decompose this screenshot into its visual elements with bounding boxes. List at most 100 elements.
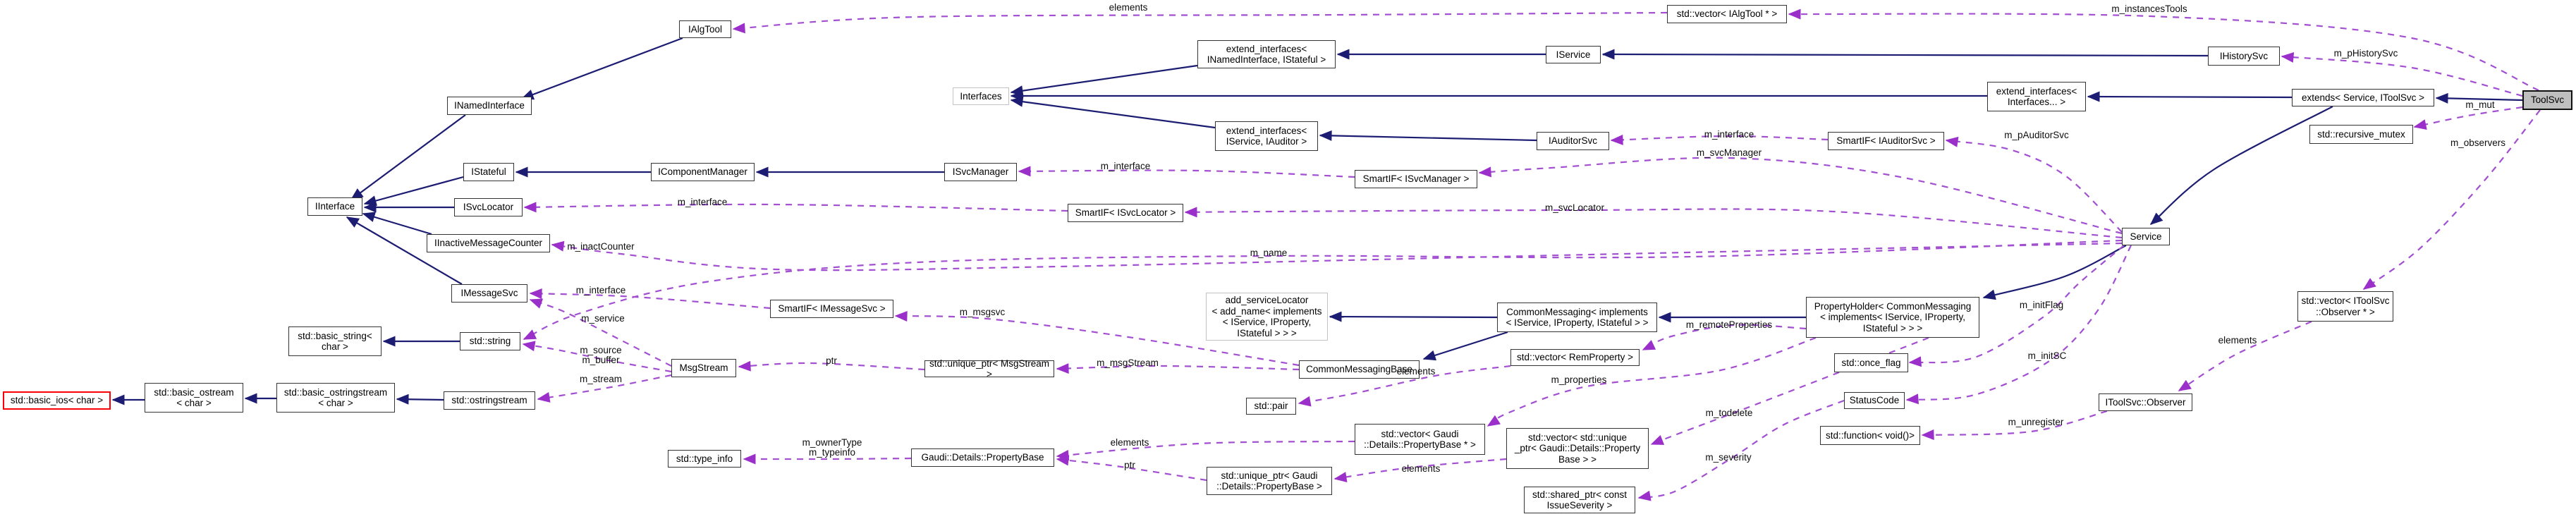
edge-label: m_pAuditorSvc — [2004, 130, 2069, 140]
node-statuscode[interactable]: StatusCode — [1844, 392, 1905, 409]
node-extends_service_itoolsvc[interactable]: extends< Service, IToolSvc > — [2292, 89, 2434, 106]
edge-label: m_interface — [1704, 129, 1754, 140]
inheritance-edge-16 — [1319, 130, 1537, 142]
edge-label: m_interface — [575, 285, 626, 295]
usage-edge-55 — [1056, 455, 1207, 482]
node-ext_interfaces[interactable]: extend_interfaces< Interfaces... > — [1987, 82, 2086, 111]
edge-label: m_stream — [579, 374, 623, 384]
node-icomponentmanager[interactable]: IComponentManager — [651, 163, 755, 181]
edge-label: m_mut — [2465, 99, 2495, 110]
node-ext_inamed_istateful[interactable]: extend_interfaces< INamedInterface, ISta… — [1197, 40, 1336, 68]
edge-label: elements — [1401, 463, 1441, 474]
node-std_function[interactable]: std::function< void()> — [1820, 426, 1920, 445]
usage-edge-47 — [522, 341, 672, 373]
node-msgstream[interactable]: MsgStream — [671, 359, 736, 377]
node-vec_itoolsvc_observer[interactable]: std::vector< IToolSvc ::Observer * > — [2297, 291, 2393, 322]
node-propertybase[interactable]: Gaudi::Details::PropertyBase — [911, 448, 1054, 467]
node-std_string[interactable]: std::string — [460, 332, 520, 350]
node-vec_propertybase[interactable]: std::vector< Gaudi ::Details::PropertyBa… — [1355, 424, 1485, 455]
edge-label: m_interface — [677, 197, 728, 207]
edge-label: m_properties — [1551, 374, 1607, 385]
edge-label: elements — [2218, 335, 2257, 346]
edge-label: m_severity — [1705, 452, 1752, 463]
edge-label: m_interface — [1100, 161, 1151, 171]
node-ihistorysvc[interactable]: IHistorySvc — [2208, 47, 2280, 66]
inheritance-edge-9 — [396, 393, 444, 405]
node-service[interactable]: Service — [2122, 228, 2170, 245]
node-vec_remproperty[interactable]: std::vector< RemProperty > — [1510, 349, 1640, 366]
node-iauditorsvc[interactable]: IAuditorSvc — [1537, 132, 1609, 150]
inheritance-edge-2 — [363, 176, 464, 206]
usage-edge-26 — [1788, 8, 2539, 92]
edge-label: elements — [1110, 437, 1149, 448]
node-smartif_isvclocator[interactable]: SmartIF< ISvcLocator > — [1068, 204, 1183, 222]
node-uptr_propertybase[interactable]: std::unique_ptr< Gaudi ::Details::Proper… — [1207, 467, 1332, 495]
node-isvcmanager[interactable]: ISvcManager — [944, 163, 1017, 181]
node-shared_ptr_issueseverity[interactable]: std::shared_ptr< const IssueSeverity > — [1524, 487, 1635, 513]
usage-edge-56 — [743, 453, 912, 465]
usage-edge-31 — [1921, 410, 2108, 440]
node-ext_iservice_iauditor[interactable]: extend_interfaces< IService, IAuditor > — [1215, 121, 1318, 151]
edge-label: m_inactCounter — [567, 241, 635, 252]
inheritance-edge-4 — [362, 212, 432, 236]
node-smartif_iauditorsvc[interactable]: SmartIF< IAuditorSvc > — [1828, 132, 1944, 150]
edge-label: m_msgStream — [1097, 358, 1159, 368]
edge-label: m_pHistorySvc — [2333, 48, 2398, 59]
node-vec_ialgtool[interactable]: std::vector< IAlgTool * > — [1667, 5, 1787, 23]
node-basic_ios[interactable]: std::basic_ios< char > — [3, 391, 111, 410]
node-basic_string[interactable]: std::basic_string< char > — [288, 326, 381, 356]
edge-label: m_msgsvc — [959, 307, 1006, 317]
node-inamedinterface[interactable]: INamedInterface — [447, 97, 532, 115]
edge-label: m_ownerType m_typeinfo — [802, 437, 862, 458]
inheritance-edge-20 — [2149, 106, 2333, 225]
usage-edge-45 — [738, 360, 925, 372]
node-recursive_mutex[interactable]: std::recursive_mutex — [2309, 125, 2413, 144]
inheritance-edge-13 — [1010, 96, 1216, 129]
edge-label: m_service — [581, 313, 625, 324]
usage-edge-25 — [732, 11, 1668, 34]
usage-edge-37 — [1610, 134, 1829, 145]
usage-edge-39 — [551, 240, 2123, 271]
node-uptr_msgstream[interactable]: std::unique_ptr< MsgStream > — [924, 358, 1054, 379]
usage-edge-46 — [529, 298, 672, 367]
edge-label: m_instancesTools — [2111, 4, 2187, 14]
node-iservice[interactable]: IService — [1546, 46, 1601, 63]
node-isvclocator[interactable]: ISvcLocator — [454, 198, 523, 216]
node-once_flag[interactable]: std::once_flag — [1834, 353, 1908, 372]
node-smartif_isvcmanager[interactable]: SmartIF< ISvcManager > — [1355, 170, 1477, 188]
node-commonmessagingbase[interactable]: CommonMessagingBase — [1299, 360, 1420, 379]
node-type_info[interactable]: std::type_info — [668, 450, 741, 468]
node-basic_ostringstream[interactable]: std::basic_ostringstream < char > — [276, 383, 395, 413]
node-istateful[interactable]: IStateful — [463, 163, 514, 181]
inheritance-edge-17 — [1601, 49, 2209, 60]
node-add_servicelocator[interactable]: add_serviceLocator < add_name< implement… — [1206, 293, 1328, 341]
inheritance-edge-12 — [1010, 64, 1198, 97]
usage-edge-32 — [1478, 157, 2123, 235]
node-ialgtool[interactable]: IAlgTool — [679, 20, 731, 38]
node-vec_uptr_propertybase[interactable]: std::vector< std::unique _ptr< Gaudi::De… — [1506, 428, 1649, 469]
node-iinactivemessagecounter[interactable]: IInactiveMessageCounter — [427, 234, 550, 252]
usage-edge-30 — [2178, 320, 2312, 391]
node-propertyholder[interactable]: PropertyHolder< CommonMessaging < implem… — [1806, 297, 1979, 338]
usage-edge-54 — [1333, 458, 1507, 482]
edge-label: m_initSC — [2027, 350, 2067, 361]
edge-label: elements — [1109, 2, 1148, 13]
node-itoolsvc_observer[interactable]: IToolSvc::Observer — [2099, 393, 2192, 411]
node-interfaces[interactable]: Interfaces — [953, 87, 1009, 105]
usage-edge-43 — [529, 288, 771, 310]
node-smartif_imessagesvc[interactable]: SmartIF< IMessageSvc > — [770, 300, 893, 318]
usage-edge-57 — [1637, 399, 1845, 501]
edge-label: m_source m_buffer — [580, 345, 622, 365]
edge-label: m_todelete — [1705, 408, 1753, 418]
node-commonmessaging[interactable]: CommonMessaging< implements < IService, … — [1497, 303, 1657, 332]
node-basic_ostream[interactable]: std::basic_ostream < char > — [145, 383, 243, 413]
edge-label: m_observers — [2450, 138, 2506, 148]
node-std_pair[interactable]: std::pair — [1246, 398, 1296, 415]
node-toolsvc[interactable]: ToolSvc — [2522, 90, 2572, 110]
node-ostringstream[interactable]: std::ostringstream — [444, 391, 535, 410]
node-imessagesvc[interactable]: IMessageSvc — [451, 284, 527, 303]
node-iinterface[interactable]: IInterface — [307, 197, 362, 216]
usage-edge-48 — [537, 374, 672, 403]
